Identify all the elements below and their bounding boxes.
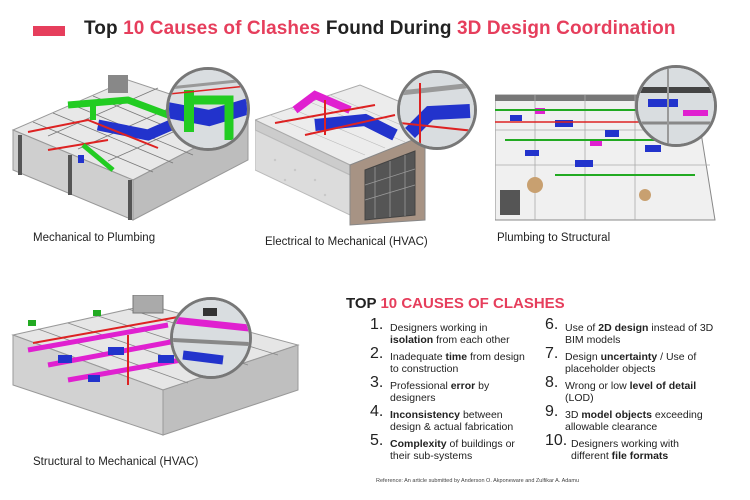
causes-heading-highlight: 10 CAUSES OF CLASHES xyxy=(380,295,565,312)
reference-note: Reference: An article submitted by Ander… xyxy=(376,478,580,484)
list-item: 4.Inconsistency between design & actual … xyxy=(370,403,514,434)
list-item: 8.Wrong or low level of detail (LOD) xyxy=(545,374,697,405)
caption-structural-mechanical: Structural to Mechanical (HVAC) xyxy=(33,456,199,468)
illustration-structural-mechanical xyxy=(8,294,308,445)
accent-bar xyxy=(33,26,65,36)
title-highlight-1: 10 Causes of Clashes xyxy=(123,18,321,39)
caption-mechanical-plumbing: Mechanical to Plumbing xyxy=(33,232,156,244)
list-item: 3.Professional error by designers xyxy=(370,374,490,405)
title-part1: Top xyxy=(84,18,124,39)
list-item: 10.Designers working with different file… xyxy=(545,432,679,463)
title-part2: Found During xyxy=(320,18,457,39)
causes-heading-prefix: TOP xyxy=(346,295,381,312)
list-item: 6.Use of 2D design instead of 3D BIM mod… xyxy=(545,316,714,347)
causes-heading: TOP 10 CAUSES OF CLASHES xyxy=(346,295,565,312)
page-title: Top 10 Causes of Clashes Found During 3D… xyxy=(84,18,676,40)
causes-list-left: 1.Designers working in isolation from ea… xyxy=(370,316,530,467)
building-model-image xyxy=(253,84,457,226)
illustration-mechanical-plumbing xyxy=(8,60,253,225)
zoom-detail-circle xyxy=(635,65,717,147)
zoom-detail-circle xyxy=(166,67,250,151)
zoom-detail-circle xyxy=(397,70,477,150)
causes-list-right: 6.Use of 2D design instead of 3D BIM mod… xyxy=(545,316,715,467)
list-item: 2.Inadequate time from design to constru… xyxy=(370,345,525,376)
zoom-detail-circle xyxy=(170,297,252,379)
list-item: 1.Designers working in isolation from ea… xyxy=(370,316,510,347)
list-item: 5.Complexity of buildings or their sub-s… xyxy=(370,432,515,463)
list-item: 7.Design uncertainty / Use of placeholde… xyxy=(545,345,697,376)
caption-plumbing-structural: Plumbing to Structural xyxy=(497,232,611,244)
list-item: 9.3D model objects exceeding allowable c… xyxy=(545,403,703,434)
caption-electrical-mechanical: Electrical to Mechanical (HVAC) xyxy=(265,236,428,248)
illustration-plumbing-structural xyxy=(494,65,720,230)
building-model-image xyxy=(11,294,300,436)
title-highlight-2: 3D Design Coordination xyxy=(456,18,676,39)
illustration-electrical-mechanical xyxy=(253,65,493,230)
